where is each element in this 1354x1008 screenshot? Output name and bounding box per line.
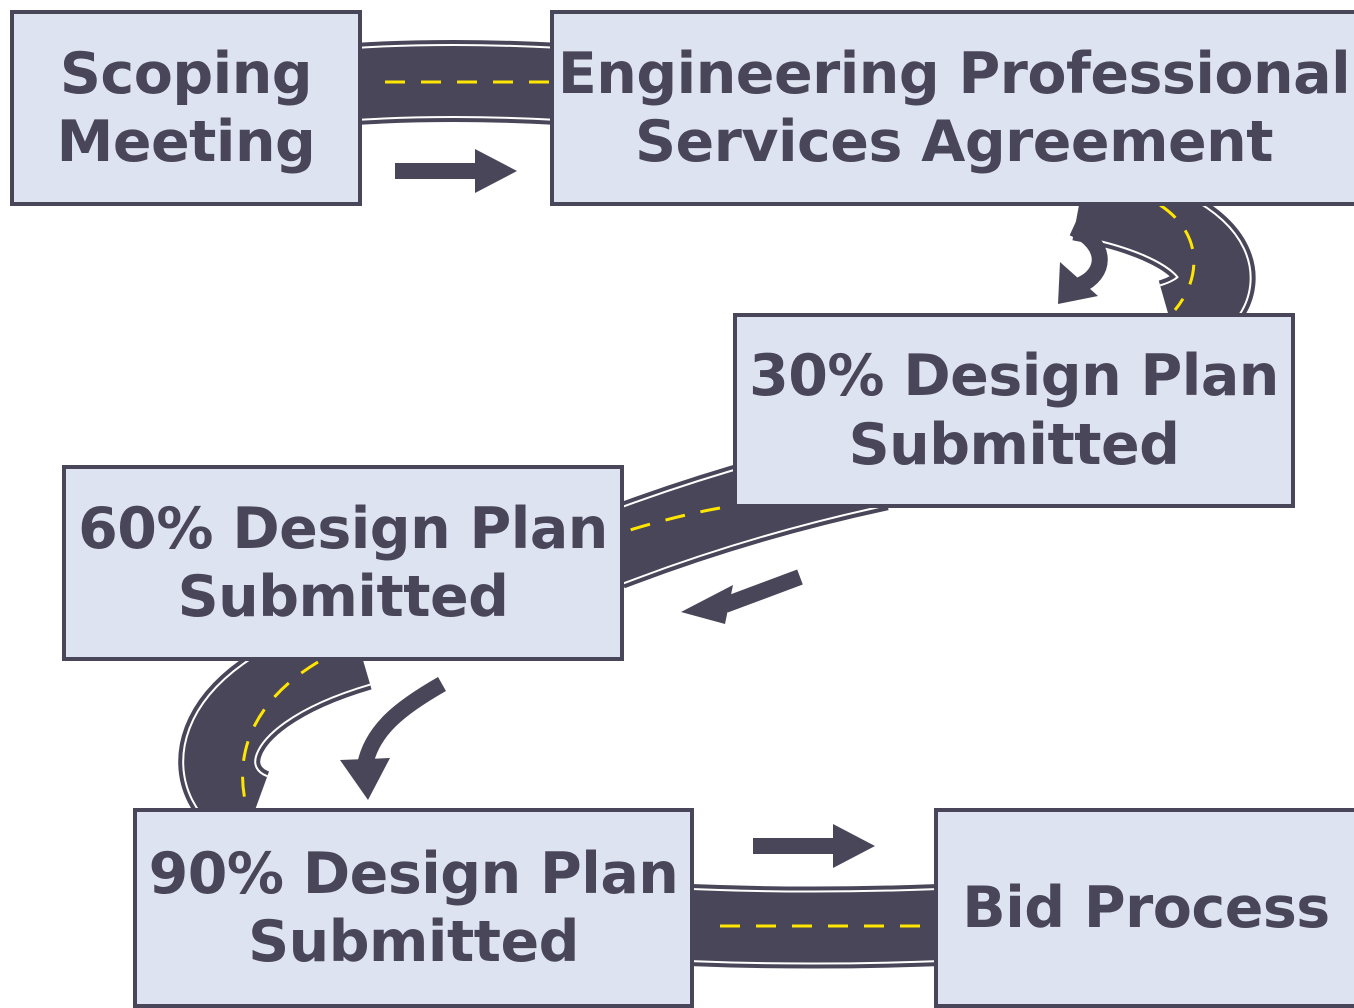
arrow-right-icon — [753, 824, 875, 868]
step-60-percent-design: 60% Design Plan Submitted — [62, 465, 624, 661]
step-label: 90% Design Plan Submitted — [148, 840, 679, 975]
step-engineering-agreement: Engineering Professional Services Agreem… — [550, 10, 1354, 206]
arrow-curved-down-icon — [340, 677, 446, 800]
road-segment-1 — [352, 40, 563, 125]
road-segment-2 — [1071, 159, 1256, 360]
step-label: Bid Process — [962, 874, 1330, 941]
step-label: 60% Design Plan Submitted — [78, 495, 608, 630]
road-segment-4 — [178, 610, 373, 849]
step-90-percent-design: 90% Design Plan Submitted — [133, 808, 694, 1008]
step-label: Engineering Professional Services Agreem… — [557, 40, 1351, 175]
step-30-percent-design: 30% Design Plan Submitted — [733, 313, 1295, 508]
arrow-right-icon — [395, 149, 517, 193]
road-segment-5 — [688, 884, 942, 969]
step-scoping-meeting: Scoping Meeting — [10, 10, 362, 206]
arrow-curved-down-icon — [1058, 220, 1108, 304]
arrow-left-icon — [681, 569, 803, 624]
step-label: 30% Design Plan Submitted — [749, 343, 1279, 478]
step-bid-process: Bid Process — [934, 808, 1354, 1008]
step-label: Scoping Meeting — [56, 40, 316, 175]
